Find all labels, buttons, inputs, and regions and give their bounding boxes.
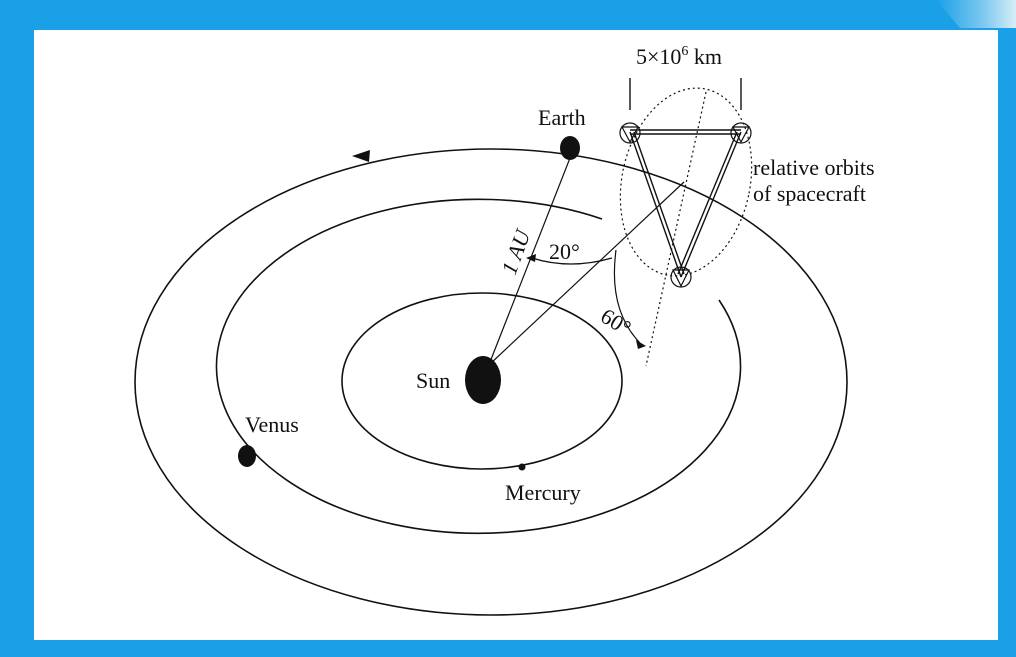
angle-20-label: 20° bbox=[549, 239, 580, 264]
venus-label: Venus bbox=[245, 412, 299, 437]
diagram-frame bbox=[34, 30, 998, 640]
sun-label: Sun bbox=[416, 368, 450, 393]
venus bbox=[238, 445, 256, 467]
angle-20-arc bbox=[531, 257, 613, 265]
angle-20-arrowhead bbox=[526, 254, 536, 262]
mercury-orbit bbox=[341, 292, 623, 470]
orbit-direction-arrow bbox=[352, 150, 370, 162]
angle-60-arc bbox=[613, 249, 641, 344]
mercury-label: Mercury bbox=[505, 480, 581, 505]
dotted-axis-line bbox=[645, 91, 707, 367]
earth bbox=[560, 136, 580, 160]
sun bbox=[465, 356, 501, 404]
sun-constellation-line bbox=[489, 181, 685, 365]
spacecraft-triangle bbox=[629, 129, 742, 278]
spacecraft-bottom bbox=[670, 266, 692, 288]
au-label: 1 AU bbox=[496, 224, 536, 277]
mercury bbox=[518, 463, 526, 471]
relative-orbit-ellipse bbox=[619, 87, 753, 277]
relative-orbits-label-line1: relative orbits bbox=[753, 155, 875, 180]
spacecraft-right bbox=[730, 122, 752, 144]
distance-label: 5×106 km bbox=[636, 44, 722, 69]
earth-label: Earth bbox=[538, 105, 586, 130]
venus-orbit bbox=[215, 198, 742, 535]
spacecraft-left bbox=[619, 122, 641, 144]
sun-earth-line bbox=[489, 157, 571, 363]
earth-orbit bbox=[134, 148, 848, 616]
relative-orbits-label-line2: of spacecraft bbox=[753, 181, 866, 206]
angle-60-arrowhead bbox=[636, 340, 646, 349]
